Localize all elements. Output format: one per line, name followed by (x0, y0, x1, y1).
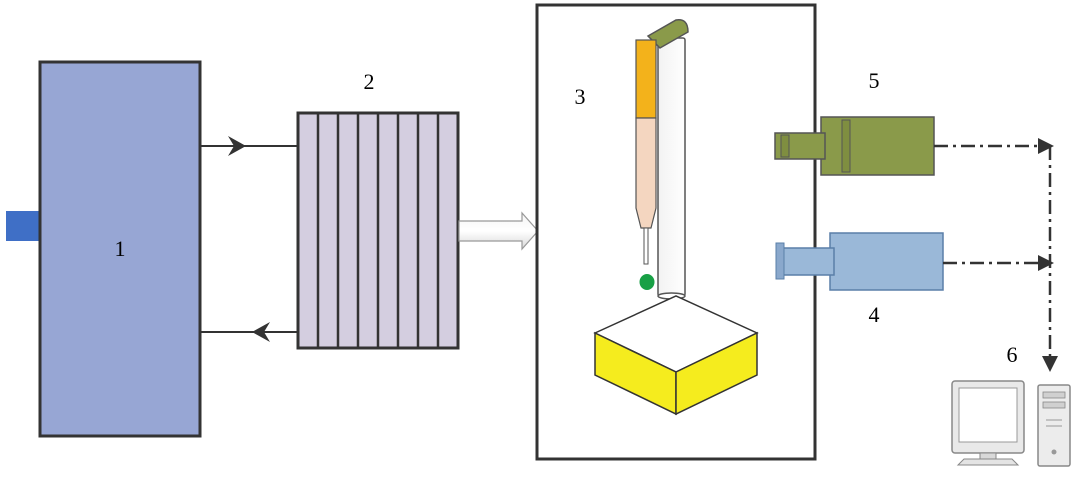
droplet (639, 274, 655, 290)
camera-blue-lens-ring (775, 242, 785, 280)
syringe (635, 39, 657, 290)
syringe-top-section (635, 39, 657, 119)
syringe-needle (643, 227, 649, 265)
syringe-barrel (635, 117, 657, 229)
stand-arm (646, 19, 689, 49)
signal-arrow-down (1042, 356, 1058, 372)
camera-green-label: 5 (869, 68, 880, 93)
camera-green-lens-ring (780, 134, 790, 158)
supply-arrow (228, 136, 246, 156)
coolant-flow-lines (200, 136, 298, 342)
camera-blue-label: 4 (869, 302, 880, 327)
camera-blue-body (829, 232, 944, 291)
camera-green-body-ring (841, 119, 851, 173)
chiller-body (38, 60, 202, 438)
computer-label: 6 (1007, 342, 1018, 367)
syringe-stand (646, 19, 689, 300)
exchanger-label: 2 (364, 69, 375, 94)
chamber-label: 3 (575, 84, 586, 109)
chiller-unit: 1 (6, 60, 202, 438)
sample-base-block (593, 295, 759, 416)
exchanger-fins (316, 113, 440, 348)
airflow-block-arrow (458, 211, 539, 251)
return-arrow (252, 322, 270, 342)
heat-exchanger: 2 (296, 69, 460, 350)
signal-lines (934, 144, 1052, 358)
monitor-icon (951, 380, 1025, 466)
stand-rod (657, 37, 686, 297)
test-chamber: 3 (535, 3, 817, 461)
block-right-face (675, 331, 758, 416)
signal-arrow-blue (1038, 255, 1054, 271)
computer: 6 (951, 342, 1071, 467)
chiller-inlet-tab (6, 211, 40, 241)
chiller-label: 1 (115, 236, 126, 261)
camera-blue: 4 (775, 232, 944, 327)
camera-blue-lens (779, 247, 835, 276)
signal-arrow-green (1038, 138, 1054, 154)
tower-icon (1037, 384, 1071, 467)
camera-green-body (820, 116, 935, 176)
